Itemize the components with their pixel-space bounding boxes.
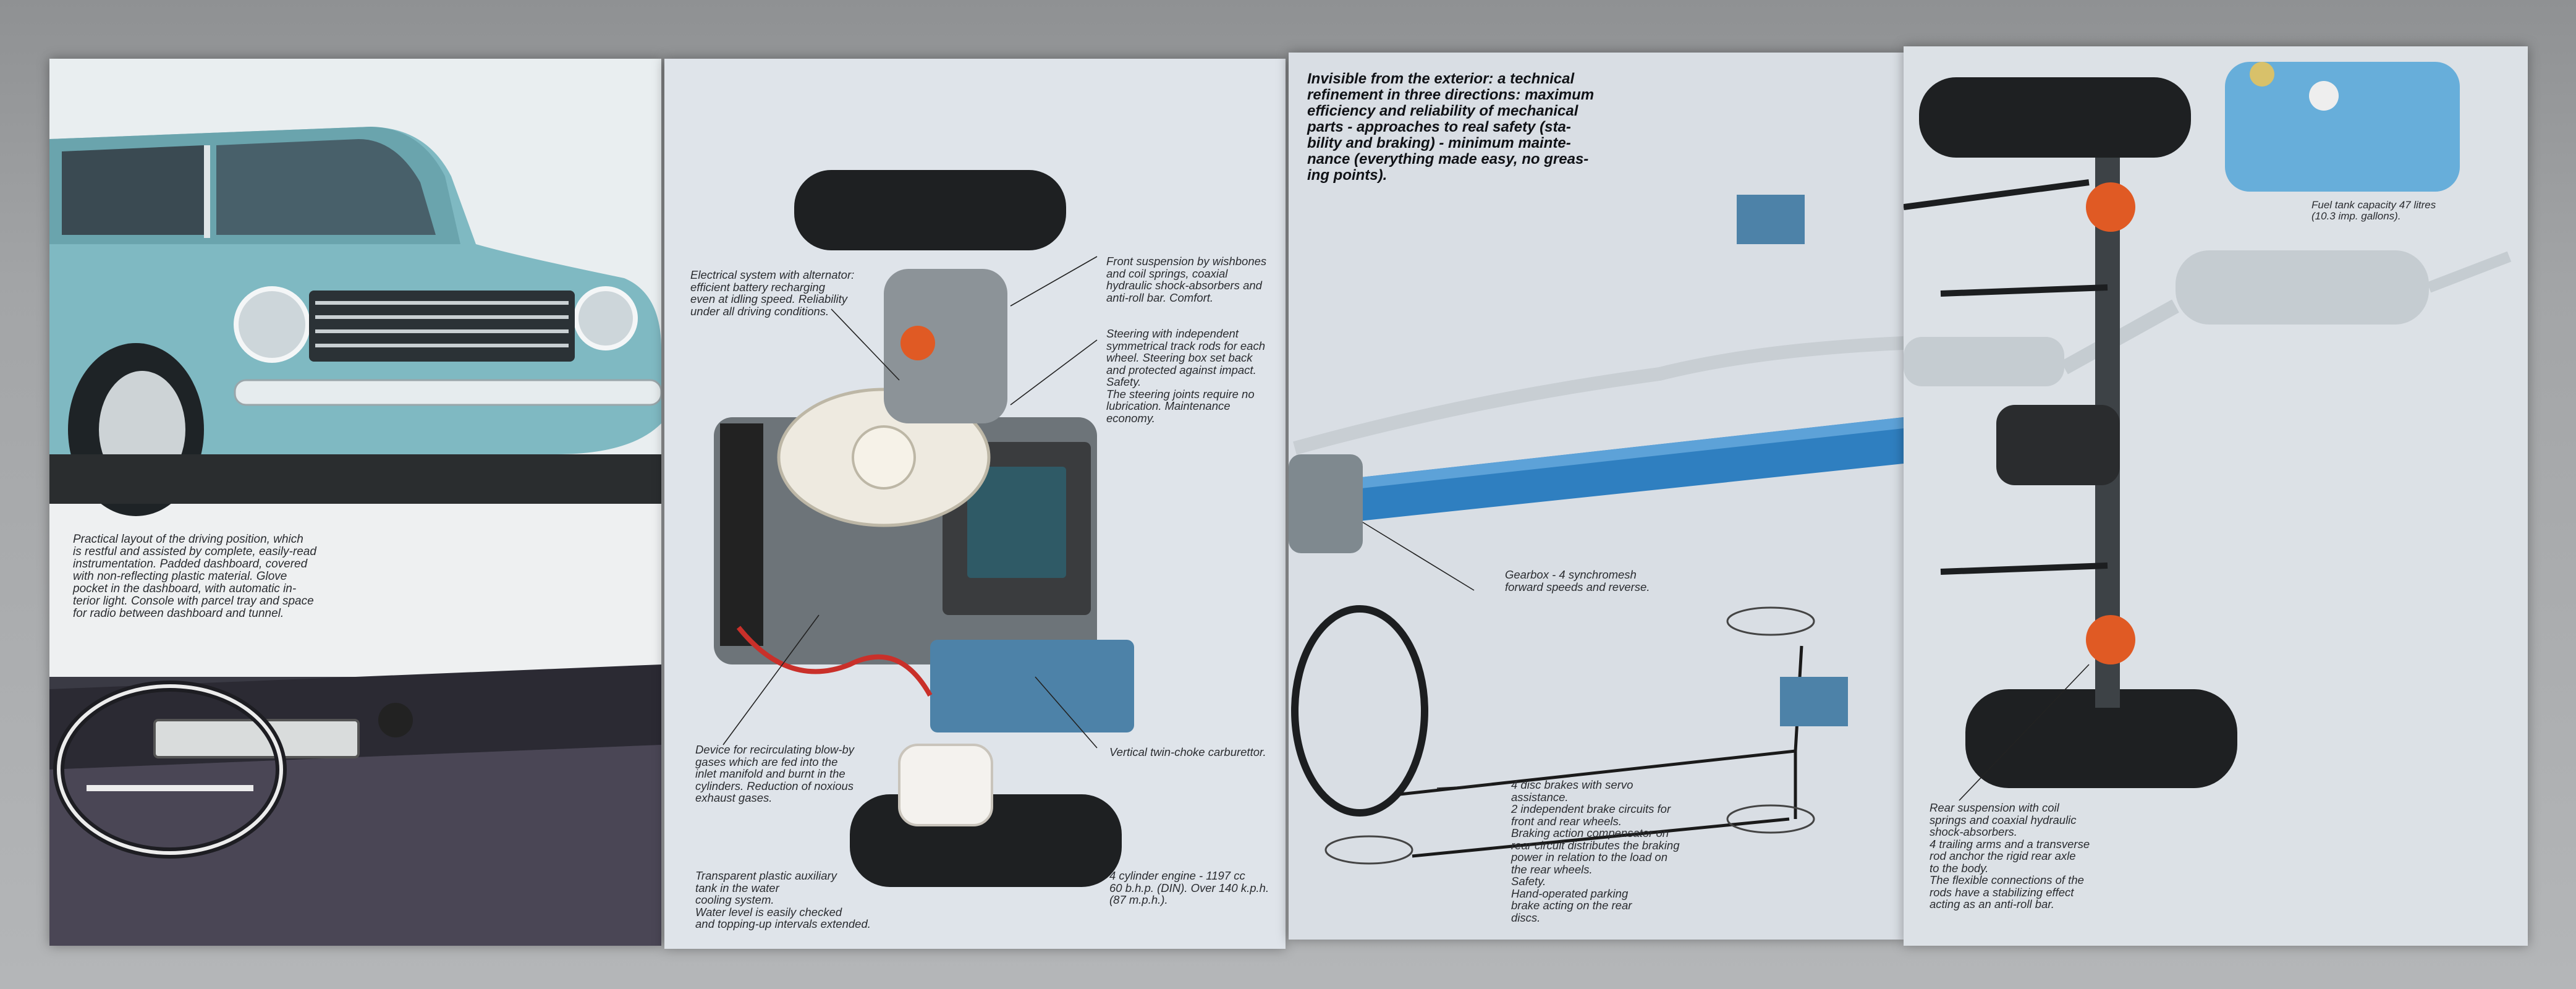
car-front-photo [49,59,661,516]
panel-rear-axle: Fuel tank capacity 47 litres (10.3 imp. … [1904,46,2528,946]
engine-caption: 4 cylinder engine - 1197 cc 60 b.h.p. (D… [1109,869,1269,906]
intro-text: Invisible from the exterior: a technical… [1307,70,1595,184]
panel-car-photos: Practical layout of the driving position… [49,59,661,946]
rear-axle-illustration [1904,62,2512,801]
front-suspension-caption: Front suspension by wishbones and coil s… [1106,255,1267,304]
brakes-caption: 4 disc brakes with servo assistance. 2 i… [1511,778,1680,924]
carburettor-caption: Vertical twin-choke carburettor. [1109,745,1266,758]
rear-suspension-caption: Rear suspension with coil springs and co… [1930,801,2090,910]
electrical-caption: Electrical system with alternator: effic… [690,268,855,318]
driving-position-caption: Practical layout of the driving position… [73,533,316,620]
gearbox-caption: Gearbox - 4 synchromesh forward speeds a… [1505,568,1650,593]
aux-tank-caption: Transparent plastic auxiliary tank in th… [695,869,871,930]
blowby-caption: Device for recirculating blow-by gases w… [695,743,855,804]
panel-engine: Electrical system with alternator: effic… [664,59,1286,949]
engine-illustration [714,170,1134,887]
driveline-illustration [1289,195,1904,865]
fuel-tank-caption: Fuel tank capacity 47 litres (10.3 imp. … [2311,199,2436,222]
panel-transmission: Invisible from the exterior: a technical… [1289,53,1904,940]
steering-caption: Steering with independent symmetrical tr… [1106,327,1266,425]
